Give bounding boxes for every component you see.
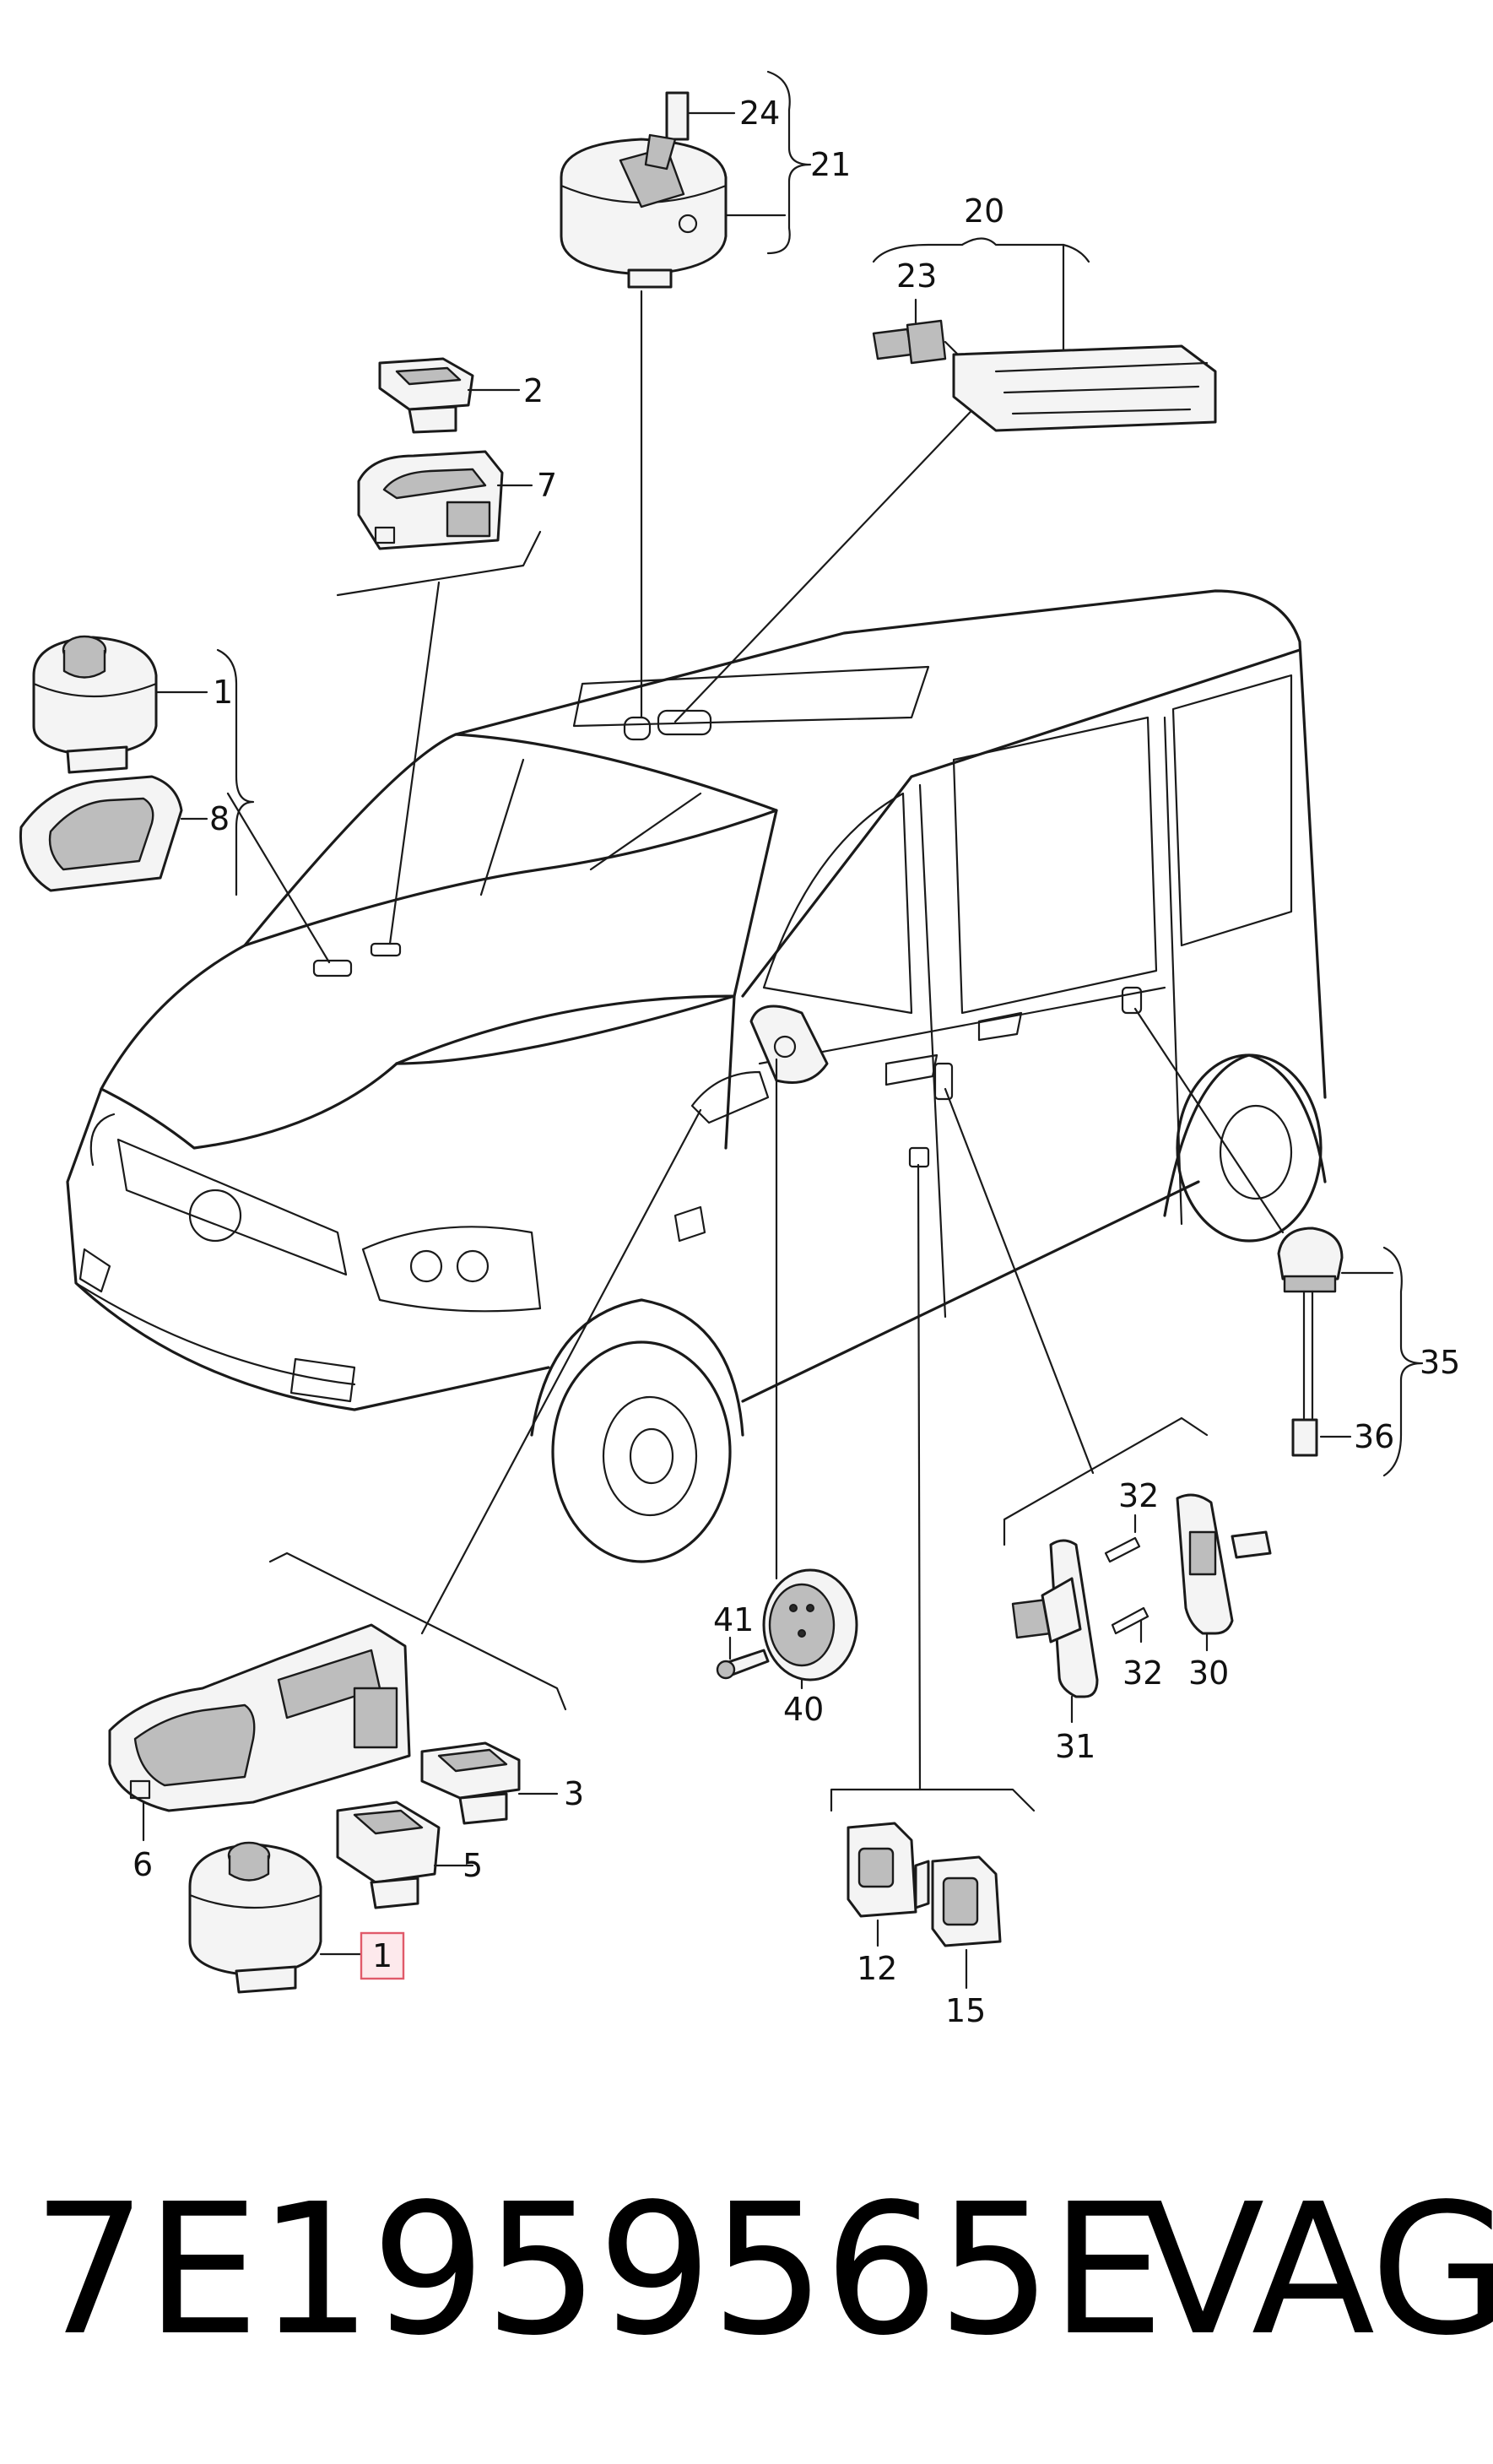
label-3: 3 <box>564 1775 584 1812</box>
part-footer: 7E1959565E VAG <box>0 2144 1493 2397</box>
label-24: 24 <box>739 95 780 132</box>
courtesy-switch-assembly <box>1003 1416 1272 1724</box>
label-23: 23 <box>896 257 937 295</box>
label-31: 31 <box>1055 1728 1095 1765</box>
leader-lines <box>226 290 1285 1791</box>
speaker-assembly <box>716 1568 858 1690</box>
part-number: 7E1959565E <box>32 2165 1165 2375</box>
vehicle-location-markers <box>312 709 1143 1168</box>
label-6: 6 <box>133 1846 153 1883</box>
label-7: 7 <box>537 467 557 504</box>
label-1-top: 1 <box>213 674 233 711</box>
control-unit-assembly <box>872 237 1217 432</box>
light-switch-assembly <box>560 70 812 289</box>
label-12: 12 <box>857 1950 897 1987</box>
parts-diagram: 1 8 2 7 24 21 20 23 35 36 32 32 30 31 41… <box>19 70 1460 2029</box>
rear-switch-assembly <box>830 1788 1036 1990</box>
van-illustration <box>66 589 1327 1563</box>
label-40: 40 <box>783 1691 824 1728</box>
label-32-upper: 32 <box>1118 1477 1159 1514</box>
label-32-lower: 32 <box>1122 1654 1163 1692</box>
label-8: 8 <box>209 800 230 837</box>
brand-name: VAG <box>1141 2165 1493 2375</box>
label-35: 35 <box>1420 1344 1460 1381</box>
callout-labels: 1 8 2 7 24 21 20 23 35 36 32 32 30 31 41… <box>133 95 1460 2029</box>
door-contact-sensor <box>1277 1227 1424 1477</box>
mirror-switch-assembly-top <box>19 635 255 896</box>
label-5: 5 <box>463 1847 483 1884</box>
label-1-bottom-highlighted: 1 <box>372 1937 392 1974</box>
switch-trim-assembly <box>336 357 542 597</box>
label-30: 30 <box>1188 1654 1229 1692</box>
label-41: 41 <box>713 1601 754 1638</box>
label-36: 36 <box>1354 1418 1394 1455</box>
label-2: 2 <box>523 372 544 409</box>
label-15: 15 <box>945 1992 986 2029</box>
window-switch-assembly-bottom <box>108 1552 567 1994</box>
label-20: 20 <box>964 192 1004 230</box>
label-21: 21 <box>810 146 851 183</box>
